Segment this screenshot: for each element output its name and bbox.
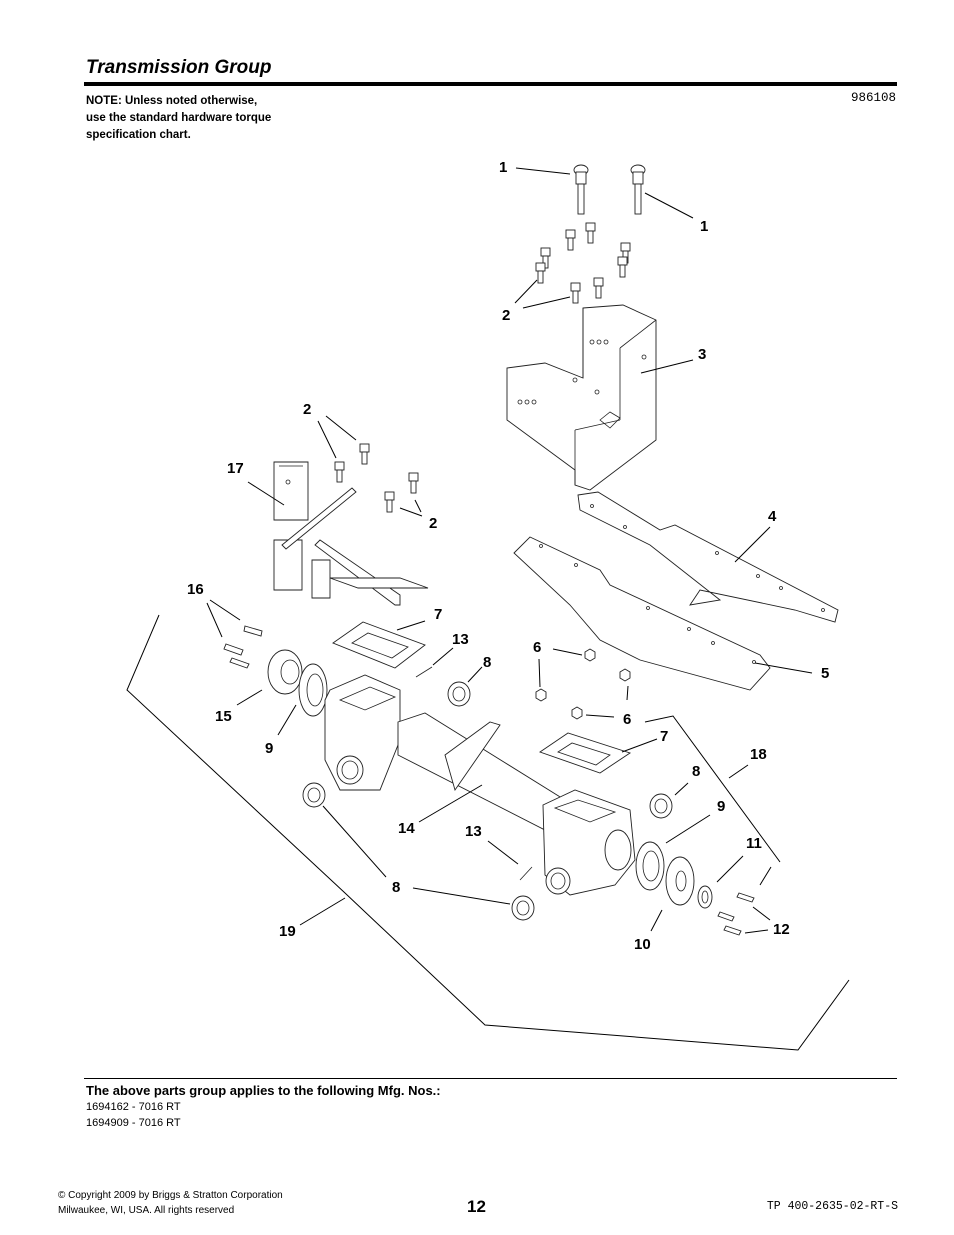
- copyright-line: © Copyright 2009 by Briggs & Stratton Co…: [58, 1190, 283, 1201]
- callout-labels: 1 1 2 3 2 17 2 4 16 7 13 8 6 5 15 6 9 7 …: [187, 159, 829, 953]
- callout-11: 11: [746, 835, 762, 852]
- copyright-line: Milwaukee, WI, USA. All rights reserved: [58, 1205, 235, 1216]
- page-title: Transmission Group: [86, 57, 272, 78]
- callout-5: 5: [821, 665, 829, 682]
- callout-18: 18: [750, 746, 767, 763]
- callout-13: 13: [452, 631, 469, 648]
- bearing-flange: [267, 649, 303, 695]
- callout-10: 10: [634, 936, 651, 953]
- axle-tube: [397, 712, 566, 831]
- title-divider: [84, 82, 897, 86]
- callout-3: 3: [698, 346, 706, 363]
- gasket: [332, 621, 426, 669]
- shim-plate: [298, 663, 328, 717]
- callout-19: 19: [279, 923, 296, 940]
- callout-1: 1: [499, 159, 507, 176]
- callout-4: 4: [768, 508, 777, 525]
- frame-rail-right: [577, 491, 839, 623]
- bolt-group: [223, 625, 263, 669]
- figure-number: 986108: [850, 91, 896, 105]
- callout-2: 2: [429, 515, 437, 532]
- seal: [649, 793, 673, 819]
- gasket: [539, 732, 632, 774]
- transmission-mount: [273, 461, 429, 606]
- callout-17: 17: [227, 460, 244, 477]
- seal: [302, 782, 326, 808]
- torque-note: NOTE: Unless noted otherwise, use the st…: [86, 93, 271, 144]
- applies-divider: [84, 1078, 897, 1079]
- callout-2: 2: [502, 307, 510, 324]
- callout-7: 7: [434, 606, 442, 623]
- gearbox-housing-right: [542, 789, 636, 896]
- seal: [447, 681, 471, 707]
- callout-6: 6: [623, 711, 631, 728]
- dipstick-part: [573, 164, 589, 215]
- bearing-flange: [665, 856, 695, 906]
- bolt-group: [717, 892, 755, 936]
- copyright: © Copyright 2009 by Briggs & Stratton Co…: [58, 1188, 283, 1218]
- callout-8: 8: [392, 879, 400, 896]
- spring: [415, 666, 433, 678]
- applies-heading: The above parts group applies to the fol…: [86, 1083, 441, 1098]
- transmission-bracket: [506, 304, 657, 491]
- frame-rail-left: [513, 536, 771, 691]
- nut-group: [535, 648, 631, 720]
- callout-6: 6: [533, 639, 541, 656]
- callout-13: 13: [465, 823, 482, 840]
- mfg-number: 1694909 - 7016 RT: [86, 1117, 181, 1129]
- callout-15: 15: [215, 708, 232, 725]
- callout-9: 9: [717, 798, 725, 815]
- note-line: NOTE: Unless noted otherwise,: [86, 95, 258, 107]
- leader-lines: [126, 167, 850, 1051]
- callout-14: 14: [398, 820, 415, 837]
- callout-16: 16: [187, 581, 204, 598]
- note-line: use the standard hardware torque: [86, 112, 272, 124]
- callout-7: 7: [660, 728, 668, 745]
- callout-12: 12: [773, 921, 790, 938]
- bolt-group: [535, 222, 631, 304]
- page-number: 12: [467, 1197, 486, 1216]
- callout-9: 9: [265, 740, 273, 757]
- shim-plate: [635, 841, 665, 891]
- seal: [511, 895, 535, 921]
- dipstick-part: [630, 164, 646, 215]
- callout-1: 1: [700, 218, 708, 235]
- note-line: specification chart.: [86, 129, 191, 141]
- callout-2: 2: [303, 401, 311, 418]
- bolt-group: [334, 443, 419, 513]
- gearbox-housing-left: [324, 674, 401, 791]
- spring: [519, 866, 533, 881]
- callout-8: 8: [692, 763, 700, 780]
- document-number: TP 400-2635-02-RT-S: [766, 1200, 898, 1213]
- washer: [697, 885, 713, 909]
- callout-8: 8: [483, 654, 491, 671]
- mfg-number: 1694162 - 7016 RT: [86, 1101, 181, 1113]
